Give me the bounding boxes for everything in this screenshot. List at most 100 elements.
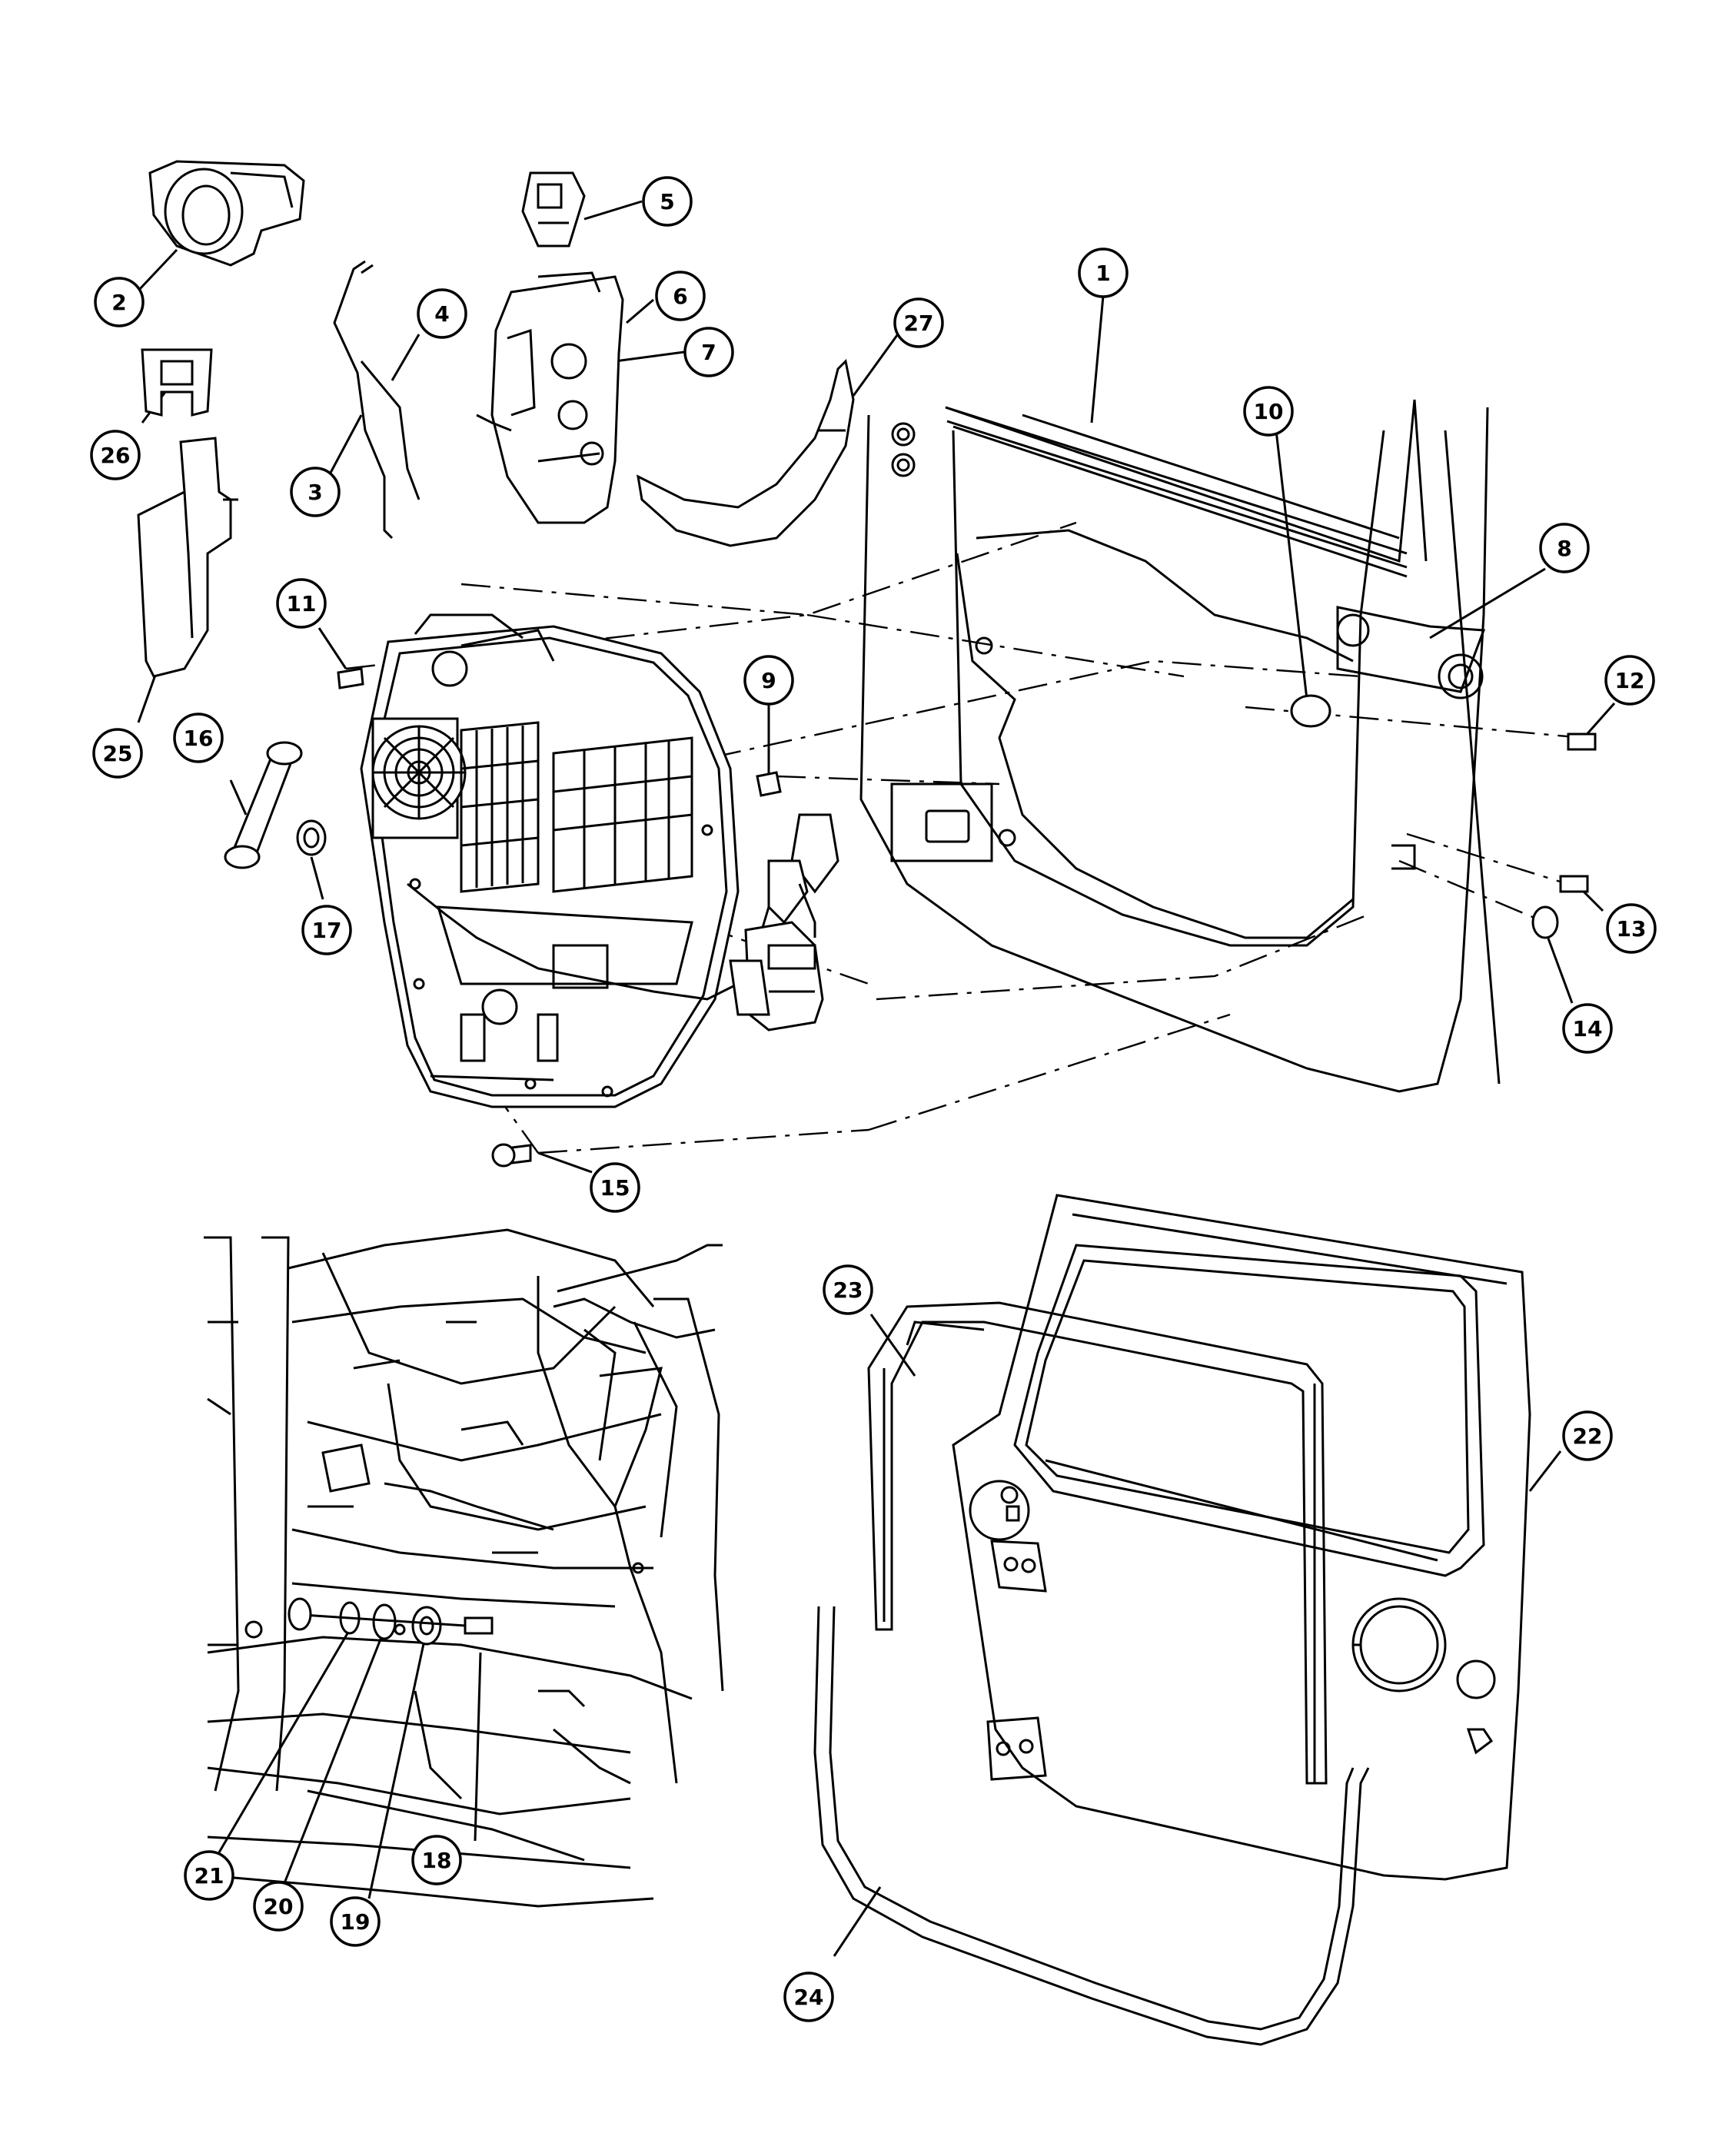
callout-label: 12 [1615,668,1645,693]
callout-circle [823,1264,873,1315]
callout-label: 19 [341,1909,371,1935]
leader-12 [1582,703,1616,739]
callout-circle [184,1850,234,1901]
callout-label: 13 [1617,916,1647,942]
callout-label: 7 [701,340,716,365]
callout-label: 4 [434,301,449,327]
leader-2 [137,248,178,292]
callout-label: 27 [904,311,934,336]
leader-19 [367,1629,428,1899]
glass-run-1 [945,406,1408,569]
callout-12: 12 [1604,655,1655,706]
callout-label: 21 [194,1863,224,1889]
leader-4 [391,334,421,381]
leader-3 [329,414,363,473]
callout-8: 8 [1539,523,1590,573]
bolt-13 [1559,875,1589,893]
callout-label: 16 [184,726,214,751]
callout-13: 13 [1606,903,1657,954]
callout-24: 24 [783,1972,834,2022]
door-shell-outline [859,407,1489,1093]
part-2-handle-bezel [148,160,305,267]
callout-circle [1562,1410,1613,1461]
callout-label: 3 [308,480,322,505]
callout-10: 10 [1243,386,1294,437]
leader-22 [1528,1450,1562,1492]
callout-9: 9 [743,655,794,706]
part-25-trim [137,437,238,678]
seal-23 [867,1301,1328,1785]
callout-circle [173,713,224,763]
callout-7: 7 [683,327,734,377]
callout-circle [893,297,944,348]
callout-20: 20 [253,1881,304,1932]
door-seal-assembly [952,1194,1531,1881]
window-channel [945,399,1428,563]
callout-4: 4 [417,288,467,339]
rod-4 [360,360,421,500]
nut-19 [411,1606,442,1646]
callout-circle [1078,247,1129,298]
part-16-hinge-pin [224,741,303,869]
callout-label: 23 [833,1277,863,1303]
callout-3: 3 [290,467,341,517]
callout-circle [417,288,467,339]
leader-14 [1544,929,1574,1004]
callout-1: 1 [1078,247,1129,298]
callout-circle [301,905,352,955]
part-17-washer [296,819,327,856]
callout-26: 26 [90,430,141,480]
door-module-panel [360,613,770,1108]
callout-label: 15 [600,1175,630,1201]
leader-6 [626,298,654,324]
fasteners [337,667,1597,1168]
callout-circle [290,467,341,517]
leader-10 [1275,430,1308,700]
callout-label: 9 [761,668,776,693]
callout-circle [1243,386,1294,437]
callout-23: 23 [823,1264,873,1315]
callout-22: 22 [1562,1410,1613,1461]
callout-15: 15 [590,1162,640,1213]
callout-circle [1606,903,1657,954]
callout-2: 2 [94,277,145,327]
seal-24 [813,1606,1370,2046]
callout-14: 14 [1562,1003,1613,1054]
leader-18 [474,1652,482,1842]
part-6-7-latch-actuator [476,271,624,524]
callout-27: 27 [893,297,944,348]
callout-label: 1 [1095,261,1110,286]
callout-circle [683,327,734,377]
callout-circle [590,1162,640,1213]
callout-circle [94,277,145,327]
leader-1 [1090,295,1105,424]
callout-label: 20 [264,1894,294,1919]
callout-21: 21 [184,1850,234,1901]
leader-8 [1429,567,1546,639]
callout-circle [655,271,706,321]
callout-label: 25 [103,741,133,766]
body-interior-view [204,1228,724,1908]
callout-16: 16 [173,713,224,763]
callout-label: 24 [794,1985,824,2010]
callout-circle [743,655,794,706]
leader-21 [218,1629,351,1853]
callout-circle [253,1881,304,1932]
callout-label: 2 [111,290,126,315]
callout-circle [1562,1003,1613,1054]
leader-11 [317,627,347,669]
leader-16 [229,779,248,816]
leader-lines [137,200,1616,1957]
callout-18: 18 [411,1835,462,1885]
callout-label: 14 [1573,1016,1603,1041]
callout-label: 17 [312,918,342,943]
door-shell-assembly [859,399,1501,1093]
door-22 [952,1194,1531,1881]
callout-label: 26 [101,443,131,468]
callout-label: 10 [1254,399,1284,424]
part-26-clip [141,348,213,417]
leader-23 [869,1314,916,1377]
callout-circle [330,1896,381,1947]
